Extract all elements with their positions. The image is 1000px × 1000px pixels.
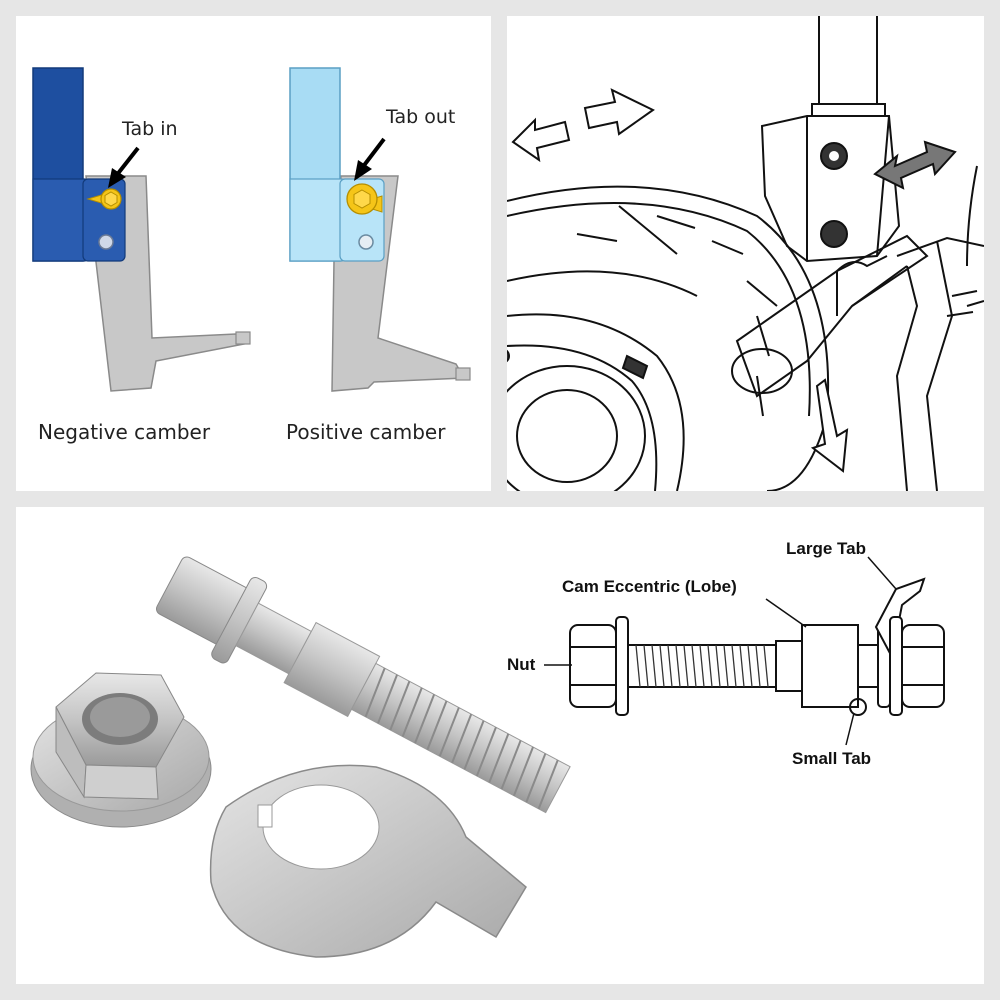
double-arrow-icon bbox=[873, 140, 957, 190]
cam-bolt-positive-head bbox=[353, 189, 371, 209]
cam-bolt-negative-head bbox=[104, 191, 118, 207]
camber-diagram-drawing bbox=[32, 67, 471, 392]
nut-drawing bbox=[569, 624, 617, 708]
strut-bracket-positive-face bbox=[289, 178, 343, 262]
lower-mount-bolt bbox=[820, 220, 848, 248]
lower-bolt-negative bbox=[98, 234, 114, 250]
large-tab-label: Large Tab bbox=[786, 539, 866, 558]
brake-disc bbox=[507, 185, 830, 491]
negative-camber-caption: Negative camber bbox=[38, 420, 211, 444]
cam-lobe-drawing bbox=[801, 624, 859, 708]
strut-bracket-negative-face bbox=[32, 178, 86, 262]
suspension-line-drawing bbox=[507, 16, 984, 491]
cam-bolt-kit-panel: Nut Cam Eccentric (Lobe) Large Tab Small… bbox=[16, 507, 984, 984]
cam-eccentric-label: Cam Eccentric (Lobe) bbox=[562, 577, 737, 596]
small-tab-drawing bbox=[849, 698, 867, 716]
knuckle-positive-stub bbox=[455, 367, 471, 381]
nut-label: Nut bbox=[507, 655, 536, 674]
arrow-down-icon bbox=[108, 168, 126, 188]
camber-diagram-panel: Tab in Tab out Negative camber Positive … bbox=[16, 16, 491, 491]
cam-bolt bbox=[156, 556, 571, 814]
knuckle-negative-stub bbox=[235, 331, 251, 345]
flange-nut bbox=[30, 672, 212, 828]
lower-bolt-positive bbox=[358, 234, 374, 250]
tab-in-label: Tab in bbox=[122, 118, 178, 140]
hub bbox=[507, 313, 685, 491]
lower-control-arm bbox=[735, 234, 929, 398]
cam-tab-washer bbox=[209, 764, 527, 958]
arrow-right-icon bbox=[583, 88, 655, 136]
suspension-line-drawing-panel bbox=[507, 16, 984, 491]
cam-bolt-kit-drawing bbox=[30, 556, 945, 958]
strut-tube bbox=[818, 16, 878, 104]
arrow-down-icon bbox=[354, 160, 372, 181]
tab-out-label: Tab out bbox=[386, 106, 456, 128]
arrow-left-icon bbox=[511, 117, 571, 163]
positive-camber-caption: Positive camber bbox=[286, 420, 446, 444]
assembly-line-diagram bbox=[569, 577, 945, 716]
small-tab-label: Small Tab bbox=[792, 749, 872, 768]
arrow-down-icon bbox=[810, 378, 849, 473]
